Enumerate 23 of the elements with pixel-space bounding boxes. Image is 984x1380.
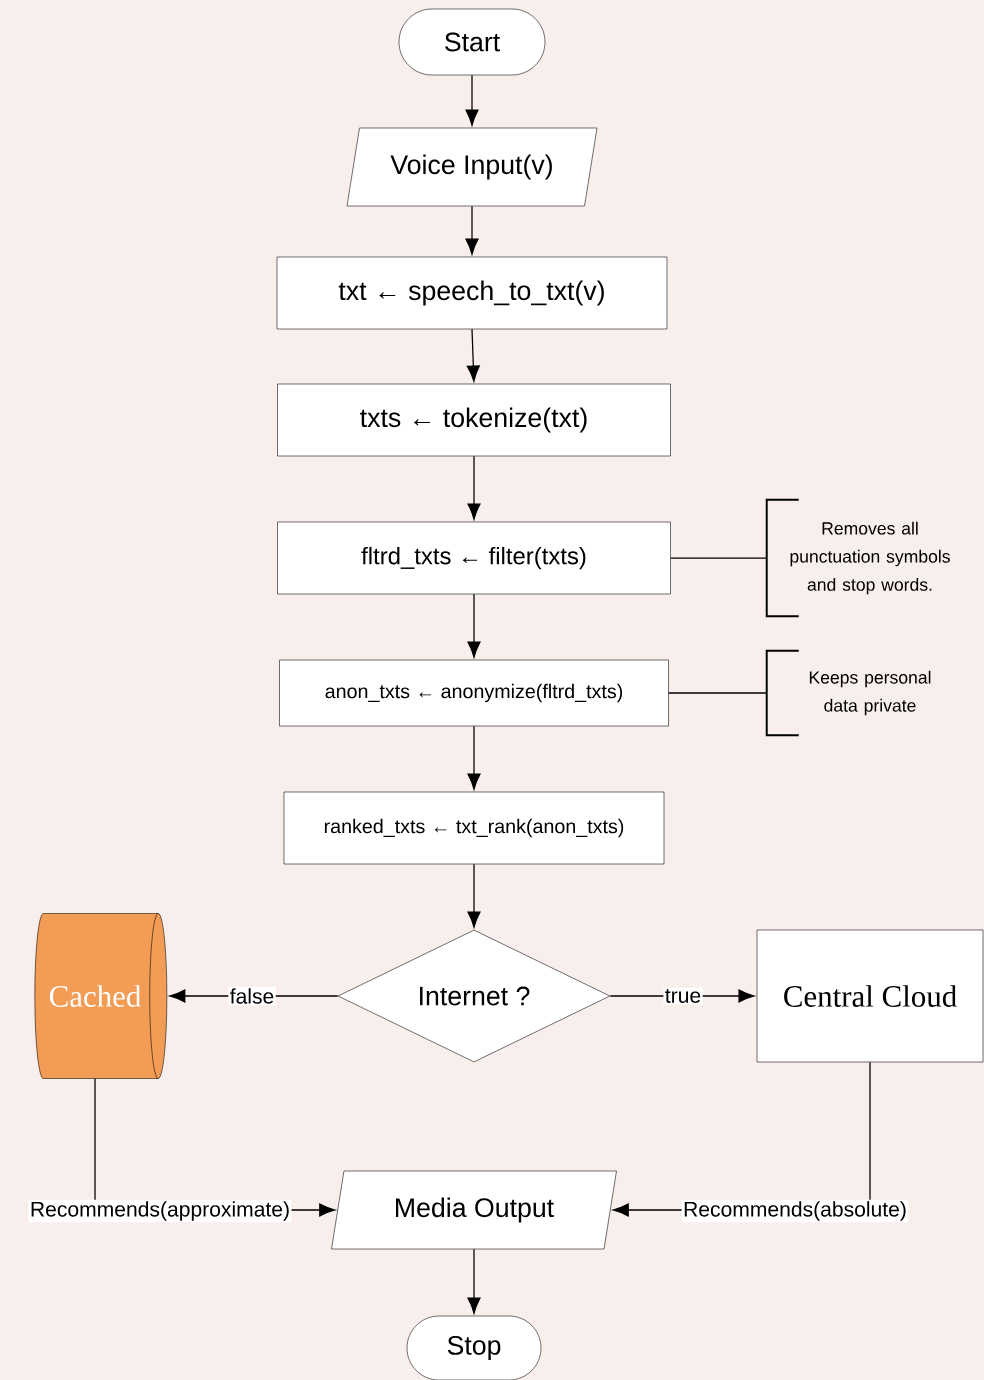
process-box: ranked_txts ← txt_rank(anon_txts) (283, 791, 665, 865)
stop-terminal: Stop (406, 1315, 542, 1380)
process-box: txt ← speech_to_txt(v) (276, 256, 668, 330)
output-parallelogram: Media Output (331, 1170, 617, 1250)
arrow (467, 725, 481, 790)
edge-label: Recommends(approximate) (28, 1199, 292, 1223)
annotation-text: Removes all punctuation symbols and stop words. (790, 521, 950, 595)
process-box: anon_txts ← anonymize(fltrd_txts) (279, 659, 669, 727)
process-box: Central Cloud (756, 929, 984, 1063)
arrow (467, 455, 481, 520)
arrow (467, 1248, 481, 1314)
storage-cylinder: Cached (34, 913, 168, 1079)
process-box: fltrd_txts ← filter(txts) (277, 521, 671, 595)
arrow (467, 593, 481, 658)
arrow (466, 328, 480, 382)
start-terminal: Start (398, 8, 546, 76)
process-box: txts ← tokenize(txt) (277, 383, 671, 457)
arrow (465, 205, 479, 255)
input-parallelogram: Voice Input(v) (346, 127, 598, 207)
annotation-text: Keeps personal data private (809, 670, 931, 716)
edge-label: Recommends(absolute) (681, 1199, 909, 1223)
arrow (465, 74, 479, 126)
arrow (467, 863, 481, 928)
